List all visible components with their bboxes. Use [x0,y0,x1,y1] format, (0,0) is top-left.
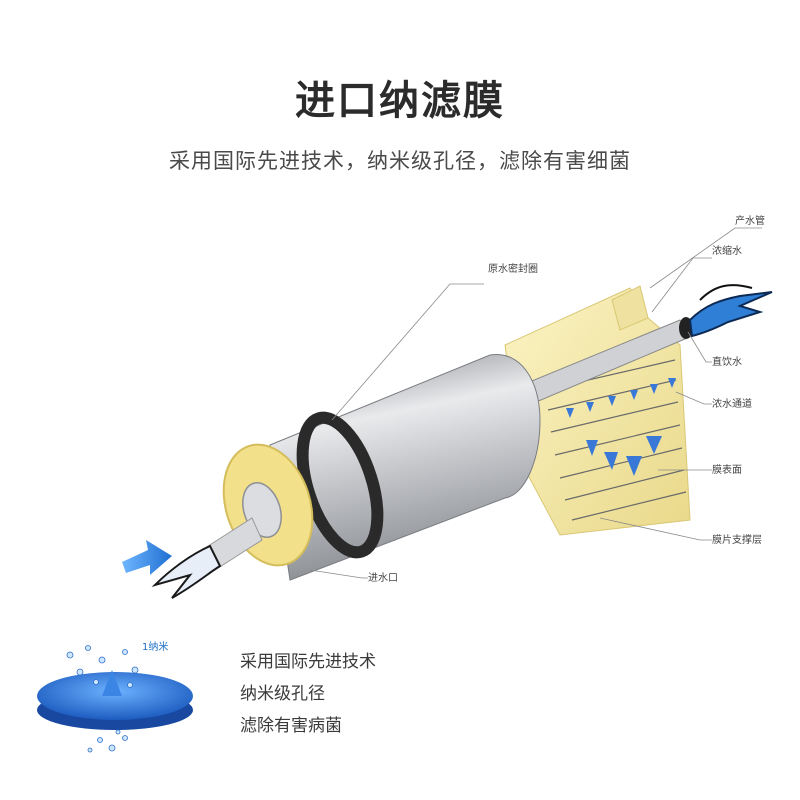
label-concentrate-channel: 浓水通道 [712,397,752,410]
page-title: 进口纳滤膜 [295,78,505,124]
nano-filter-illustration: 1纳米 [37,640,193,753]
feature-item: 滤除有害病菌 [240,716,342,736]
page-subtitle: 采用国际先进技术，纳米级孔径，滤除有害细菌 [169,149,631,173]
membrane-diagram: 产水管 浓缩水 原水密封圈 直饮水 浓水通道 膜表面 膜片支撑层 进水口 [122,214,773,599]
label-membrane-surface: 膜表面 [712,463,742,476]
label-support-layer: 膜片支撑层 [712,533,762,546]
label-drinking-water: 直饮水 [712,355,742,368]
feature-list: 采用国际先进技术 纳米级孔径 滤除有害病菌 [240,646,376,742]
feature-item: 纳米级孔径 [240,684,325,704]
outlet-water-splash [688,284,773,338]
label-raw-seal: 原水密封圈 [488,262,538,275]
inlet-pipe [151,517,263,599]
inlet-arrow [122,540,172,575]
label-product-tube: 产水管 [735,214,765,227]
label-concentrate: 浓缩水 [712,244,742,257]
nano-scale-label: 1纳米 [142,640,168,653]
diagram-labels: 产水管 浓缩水 原水密封圈 直饮水 浓水通道 膜表面 膜片支撑层 进水口 [368,214,765,584]
label-inlet: 进水口 [368,572,398,584]
feature-item: 采用国际先进技术 [240,652,376,672]
leader-lines [309,227,762,579]
flow-arrows [566,378,676,476]
housing-cylinder [269,353,541,581]
